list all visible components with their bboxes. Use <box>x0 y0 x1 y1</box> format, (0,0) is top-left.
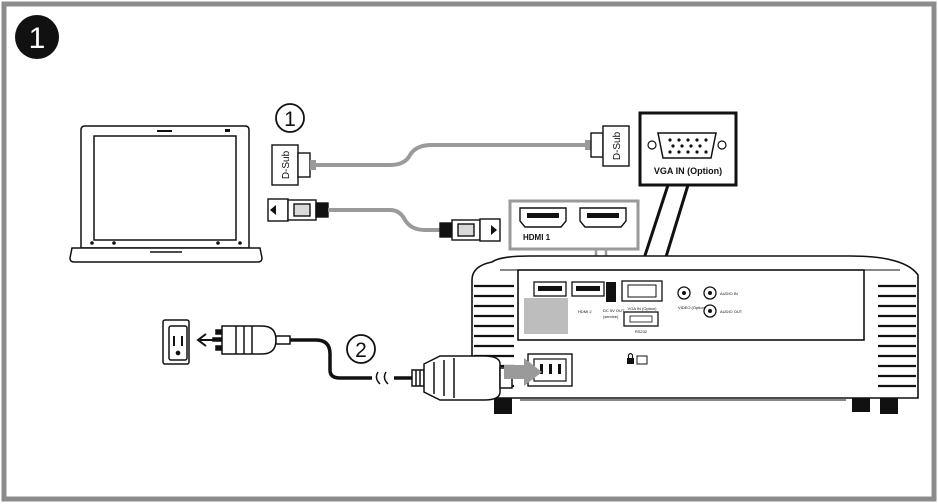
dsub-right-label: D-Sub <box>612 131 623 160</box>
hdmi-cable <box>328 208 440 232</box>
power-cable <box>290 338 372 380</box>
vga-in-callout: VGA IN (Option) <box>638 111 738 187</box>
step-badge: 1 <box>15 15 59 59</box>
arrow-to-outlet-icon <box>196 333 214 347</box>
power-cable-break <box>375 371 389 385</box>
vga-in-label: VGA IN (Option) <box>654 166 722 176</box>
step-badge-number: 1 <box>29 22 46 55</box>
dsub-left-label: D-Sub <box>281 150 292 179</box>
wall-outlet-icon <box>162 319 190 365</box>
callout-2-number: 2 <box>355 339 367 362</box>
video-label: VIDEO (Option) <box>678 305 707 310</box>
vga-small-label: VGA IN (Option) <box>628 306 658 311</box>
dsub-right-connector <box>585 125 630 167</box>
arrow-to-socket-icon <box>504 358 542 386</box>
dsub-left-connector <box>271 144 316 186</box>
dc-sub-label: (service) <box>603 314 619 319</box>
callout-2: 2 <box>346 334 376 364</box>
vga-cable <box>316 143 585 167</box>
hdmi-1-label: HDMI 1 <box>523 233 551 242</box>
lock-icon <box>627 352 648 365</box>
power-plug-icon <box>212 325 291 355</box>
projector-icon: HDMI 2 DC 5V OUT (service) VGA IN (Optio… <box>471 255 919 414</box>
callout-1-number: 1 <box>284 108 296 131</box>
rs232-label: RS232 <box>635 329 648 334</box>
callout-1: 1 <box>275 103 305 133</box>
laptop-icon <box>69 125 263 263</box>
audio-in-label: AUDIO IN <box>720 291 738 296</box>
hdmi-left-plug <box>267 198 329 222</box>
dc-out-label: DC 5V OUT <box>603 308 625 313</box>
hdmi-callout: HDMI 1 <box>508 199 640 251</box>
audio-out-label: AUDIO OUT <box>720 309 743 314</box>
iec-connector-icon <box>411 355 513 401</box>
hdmi-right-plug <box>439 218 501 242</box>
projector-hdmi2-label: HDMI 2 <box>578 309 592 314</box>
